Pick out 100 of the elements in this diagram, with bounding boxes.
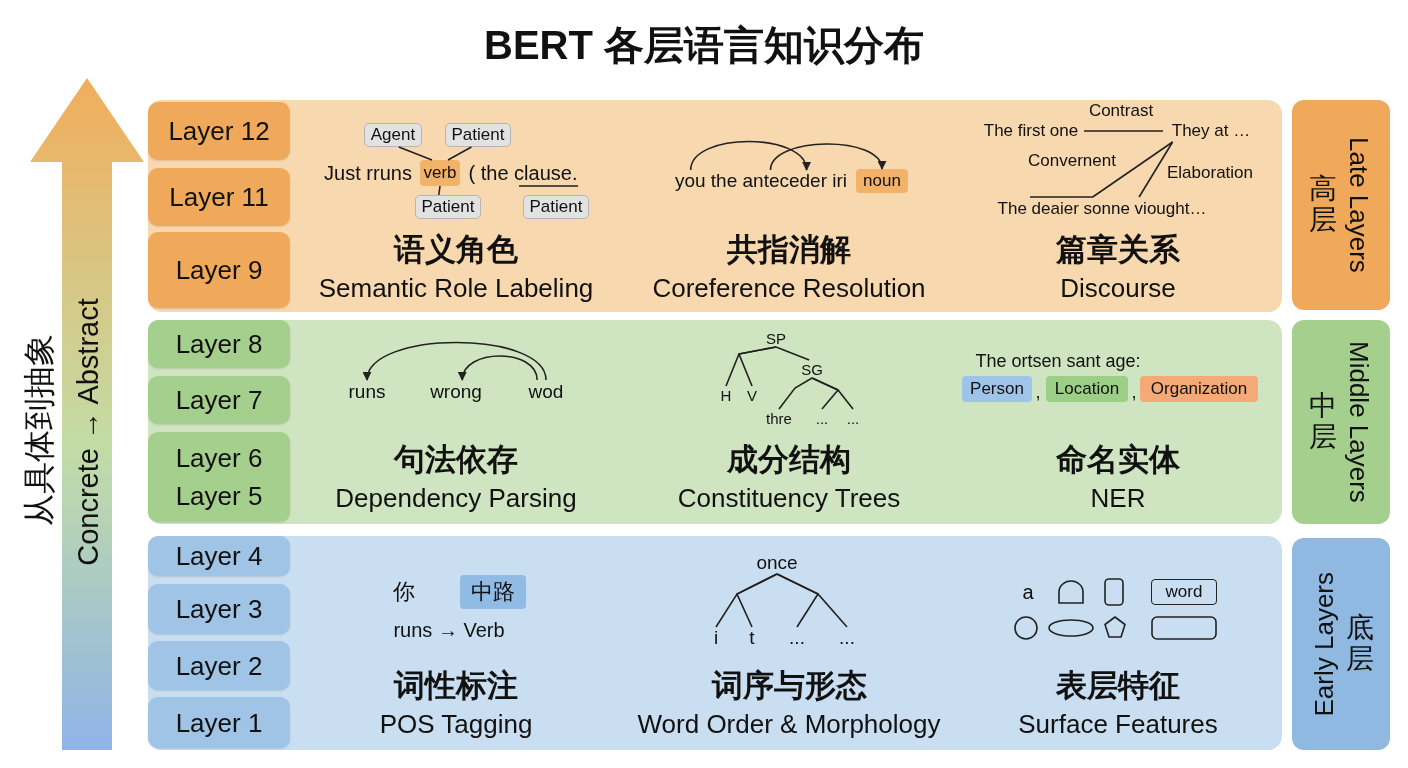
highlight-tag: 中路 bbox=[460, 575, 526, 609]
role-tag: Patient bbox=[523, 195, 589, 219]
layer-label: Layer 5 bbox=[175, 481, 263, 511]
token-label: ... bbox=[835, 627, 859, 649]
layer-label: Layer 12 bbox=[168, 116, 270, 146]
text-label: The ortsen sant age: bbox=[975, 350, 1141, 372]
text-label: Just rruns bbox=[324, 161, 412, 185]
connector-line bbox=[1083, 130, 1164, 132]
connector-line bbox=[737, 346, 777, 387]
connector-line bbox=[811, 377, 854, 410]
layer-label: Layer 11 bbox=[169, 182, 269, 212]
tier-tab bbox=[1292, 538, 1390, 750]
token-label: The first one bbox=[978, 120, 1084, 142]
connector-line bbox=[1138, 141, 1174, 198]
text-label: ( the clause. bbox=[468, 161, 578, 185]
curved-arrow bbox=[459, 355, 538, 381]
layer-label: Layer 9 bbox=[175, 255, 263, 285]
text-label: a bbox=[1022, 580, 1034, 604]
tier-tab bbox=[1292, 100, 1390, 310]
token-label: you the anteceder iri bbox=[666, 170, 856, 192]
axis-label: 从具体到抽象 bbox=[20, 334, 58, 526]
connector-line bbox=[735, 573, 778, 628]
task-title: 共指消解 bbox=[727, 231, 851, 269]
tier-label: Late Layers bbox=[1342, 137, 1374, 273]
layer-box bbox=[148, 641, 290, 690]
layer-box bbox=[148, 102, 290, 160]
layer-label: Layer 6 bbox=[175, 443, 263, 473]
token-label: runs bbox=[342, 380, 392, 404]
token-label: The deaier sonne viought… bbox=[986, 197, 1218, 221]
text-label: 你 bbox=[393, 578, 415, 606]
curved-arrow bbox=[365, 341, 547, 381]
task-subtitle: Surface Features bbox=[1018, 708, 1218, 740]
layer-box bbox=[148, 320, 290, 368]
text-label: , bbox=[1131, 381, 1137, 403]
task-subtitle: Word Order & Morphology bbox=[637, 708, 941, 740]
tier-label: 中层 bbox=[1308, 391, 1337, 453]
task-subtitle: Dependency Parsing bbox=[335, 482, 577, 514]
task-title: 语义角色 bbox=[394, 231, 518, 269]
layer-group-panel bbox=[148, 536, 1282, 750]
connector-line bbox=[1091, 141, 1174, 198]
layer-label: Layer 3 bbox=[175, 594, 263, 624]
connector-line bbox=[437, 185, 441, 196]
role-tag: Patient bbox=[445, 123, 511, 147]
task-title: 句法依存 bbox=[394, 441, 518, 479]
task-subtitle: Semantic Role Labeling bbox=[318, 272, 594, 304]
role-tag: Patient bbox=[415, 195, 481, 219]
connector-line bbox=[778, 377, 813, 410]
highlight-tag: Organization bbox=[1140, 376, 1258, 402]
highlight-tag: Location bbox=[1046, 376, 1128, 402]
token-label: wod bbox=[524, 380, 568, 404]
task-subtitle: POS Tagging bbox=[379, 708, 533, 740]
tier-label: Middle Layers bbox=[1342, 341, 1374, 503]
text-label: , bbox=[1035, 381, 1041, 403]
diagram-title: BERT 各层语言知识分布 bbox=[483, 22, 925, 69]
task-subtitle: Discourse bbox=[1060, 272, 1176, 304]
layer-label: Layer 8 bbox=[175, 329, 263, 359]
task-title: 词性标注 bbox=[394, 667, 518, 705]
task-title: 篇章关系 bbox=[1056, 231, 1180, 269]
layer-label: Layer 7 bbox=[175, 385, 263, 415]
token-label: t bbox=[745, 627, 759, 649]
layer-box bbox=[148, 168, 290, 226]
layer-box bbox=[148, 584, 290, 634]
task-title: 命名实体 bbox=[1056, 441, 1180, 479]
word-tag: word bbox=[1151, 579, 1217, 605]
layer-box bbox=[148, 536, 290, 576]
token-label: SG bbox=[798, 360, 826, 378]
task-title: 成分结构 bbox=[727, 441, 851, 479]
layer-label: Layer 4 bbox=[175, 541, 263, 571]
token-label: SP bbox=[763, 329, 789, 347]
tier-label: 底层 bbox=[1345, 613, 1374, 675]
layer-group-panel bbox=[148, 100, 1282, 312]
layer-label: Layer 1 bbox=[175, 707, 263, 738]
token-label: V bbox=[744, 386, 760, 404]
highlight-tag: noun bbox=[856, 169, 908, 193]
connector-line bbox=[775, 346, 810, 361]
role-tag: Agent bbox=[364, 123, 422, 147]
task-subtitle: NER bbox=[1090, 482, 1146, 514]
task-subtitle: Coreference Resolution bbox=[652, 272, 926, 304]
text-label: runs → Verb bbox=[393, 618, 505, 642]
layer-label: Layer 2 bbox=[175, 650, 263, 681]
token-label: wrong bbox=[425, 380, 487, 404]
connector-line bbox=[447, 146, 473, 161]
connector-line bbox=[776, 573, 848, 628]
layer-box bbox=[148, 432, 290, 522]
curved-arrow bbox=[689, 140, 809, 171]
axis-label: Concrete → Abstract bbox=[71, 298, 105, 566]
token-label: thre bbox=[761, 409, 797, 427]
token-label: They at … bbox=[1163, 120, 1259, 142]
token-label: once bbox=[752, 552, 802, 574]
tier-label: Early Layers bbox=[1308, 571, 1340, 717]
layer-box bbox=[148, 232, 290, 308]
layer-box bbox=[148, 697, 290, 748]
layer-group-panel bbox=[148, 320, 1282, 524]
connector-line bbox=[398, 146, 433, 161]
task-subtitle: Constituency Trees bbox=[677, 482, 901, 514]
token-label: ... bbox=[842, 409, 864, 427]
curved-arrow bbox=[769, 143, 885, 171]
layer-box bbox=[148, 376, 290, 424]
highlight-tag: Person bbox=[962, 376, 1032, 402]
tier-tab bbox=[1292, 320, 1390, 524]
